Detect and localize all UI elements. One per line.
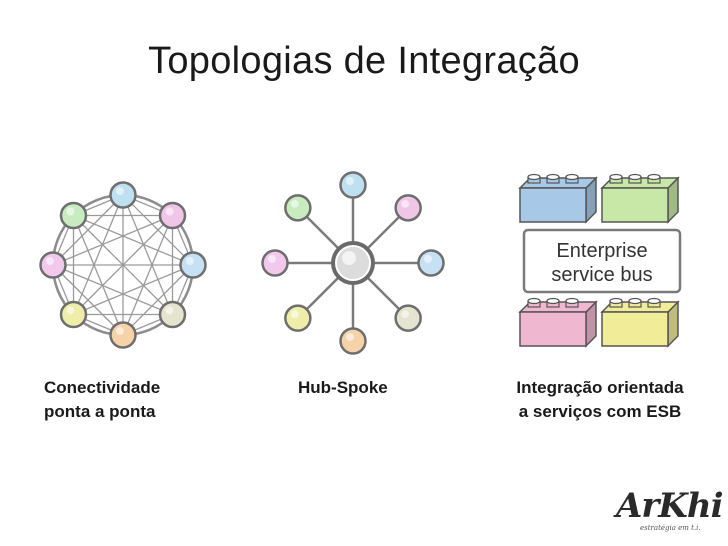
- mesh-node-highlight: [66, 207, 75, 216]
- esb-block-stud-top: [546, 173, 560, 181]
- esb-caption-line2: a serviços com ESB: [518, 402, 682, 421]
- mesh-node: [179, 251, 207, 279]
- hub-node: [394, 194, 422, 222]
- mesh-node-highlight: [186, 257, 194, 265]
- slide-title: Topologias de Integração: [148, 40, 580, 82]
- hub-node: [339, 171, 367, 199]
- esb-block-stud-top: [609, 297, 623, 305]
- mesh-node-highlight: [116, 187, 124, 195]
- esb-service-blocks: [518, 173, 680, 348]
- hub-node-highlight: [268, 255, 276, 263]
- hub-node: [284, 194, 312, 222]
- hub-node: [284, 304, 312, 332]
- hub-outer-nodes: [261, 171, 445, 355]
- esb-bus-label-line2: service bus: [551, 264, 652, 286]
- esb-block-stud-top: [565, 297, 579, 305]
- mesh-node: [158, 300, 187, 329]
- esb-block: [519, 311, 587, 347]
- hub-node-highlight: [424, 255, 432, 263]
- mesh-node: [59, 300, 88, 329]
- mesh-link: [52, 264, 124, 336]
- esb-block-stud-top: [628, 173, 642, 181]
- mesh-nodes: [39, 181, 207, 349]
- esb-block: [601, 187, 669, 223]
- logo-wordmark: ArKhi: [616, 486, 723, 526]
- mesh-caption-line2: ponta a ponta: [44, 402, 156, 421]
- mesh-node-highlight: [165, 207, 174, 216]
- mesh-node-highlight: [165, 306, 174, 315]
- hub-spoke-diagram: [261, 171, 445, 355]
- mesh-node-highlight: [46, 257, 54, 265]
- mesh-link: [73, 214, 194, 266]
- arkhi-logo: ArKhi estratégia em t.i.: [610, 486, 723, 538]
- mesh-caption-line1: Conectividade: [44, 378, 161, 397]
- hub-node: [261, 249, 289, 277]
- hub-node-highlight: [290, 310, 299, 319]
- esb-caption-line1: Integração orientada: [516, 378, 684, 397]
- esb-block-stud-top: [647, 173, 661, 181]
- mesh-node: [39, 251, 67, 279]
- mesh-link: [72, 215, 124, 336]
- esb-block-stud-top: [647, 297, 661, 305]
- hub-node: [417, 249, 445, 277]
- mesh-topology-diagram: [39, 181, 207, 349]
- esb-block-stud-top: [527, 173, 541, 181]
- hub-node: [339, 327, 367, 355]
- esb-block-stud-top: [546, 297, 560, 305]
- esb-diagram: Enterprise service bus: [518, 173, 682, 348]
- logo-tagline: estratégia em t.i.: [640, 524, 701, 532]
- esb-block-stud-top: [565, 173, 579, 181]
- mesh-node: [109, 321, 137, 349]
- hub-node-highlight: [401, 310, 410, 319]
- mesh-node: [109, 181, 137, 209]
- esb-bus-box: [522, 228, 682, 294]
- mesh-link: [73, 215, 173, 315]
- hub-caption: Hub-Spoke: [298, 378, 388, 397]
- mesh-node-highlight: [66, 306, 75, 315]
- esb-caption: Integração orientada a serviços com ESB: [490, 376, 710, 424]
- hub-node: [394, 304, 422, 332]
- mesh-caption: Conectividade ponta a ponta: [44, 376, 160, 424]
- esb-block-stud-top: [628, 297, 642, 305]
- esb-bus-label-line1: Enterprise: [556, 240, 647, 262]
- hub-node-highlight: [346, 333, 354, 341]
- esb-block: [519, 187, 587, 223]
- hub-node-highlight: [401, 199, 410, 208]
- hub-center-highlight: [342, 251, 356, 265]
- esb-block-stud-top: [527, 297, 541, 305]
- mesh-node: [59, 201, 88, 230]
- hub-node-highlight: [290, 199, 299, 208]
- esb-block-stud-top: [609, 173, 623, 181]
- mesh-node-highlight: [116, 327, 124, 335]
- esb-block: [601, 311, 669, 347]
- mesh-node: [158, 201, 187, 230]
- hub-node-highlight: [346, 177, 354, 185]
